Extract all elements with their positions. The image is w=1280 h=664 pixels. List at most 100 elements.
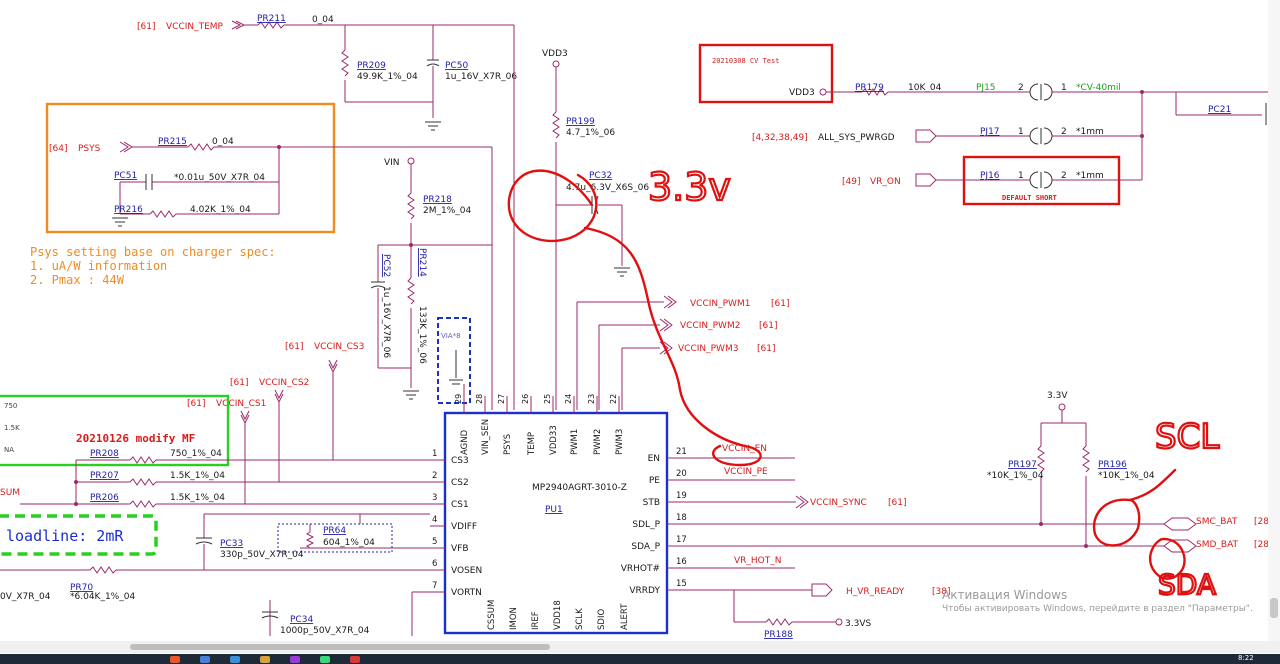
val-pr209: 49.9K_1%_04	[357, 72, 418, 82]
vertical-scrollbar[interactable]	[1268, 0, 1280, 641]
ic-pin-label: VRHOT#	[621, 564, 660, 574]
ic-pin-label: SDA_P	[631, 542, 660, 552]
hand-text-3v3: 3.3v	[648, 165, 731, 209]
hand-circle-scl	[1092, 468, 1177, 547]
ic-pin-label: AGND	[460, 429, 470, 455]
psys-block: [64] PSYS PR215 0_04 PC51 *0.01u_50V_X7R…	[45, 102, 493, 410]
windows-watermark-text: Чтобы активировать Windows, перейдите в …	[942, 604, 1253, 614]
ic-pin-label: IMON	[509, 607, 519, 630]
net-ref: [49]	[842, 177, 860, 187]
note-line: 2. Pmax : 44W	[30, 273, 125, 287]
ic-pin-number: 3	[432, 493, 437, 503]
ic-part-name: MP2940AGRT-3010-Z	[532, 483, 627, 493]
ic-top-pins: 29AGND28VIN_SEN27PSYS26TEMP25VDD3324PWM1…	[454, 394, 625, 456]
cs-nets: [61] VCCIN_CS3 [61] VCCIN_CS2 [61] VCCIN…	[187, 342, 364, 504]
resistor-pr199	[552, 111, 560, 139]
ref-pr64: PR64	[323, 526, 346, 536]
red-highlight-box	[698, 43, 834, 104]
resistor-pr215	[187, 143, 215, 151]
ref-pr211: PR211	[257, 14, 286, 24]
note-cv-test: 20210308 CV Test	[712, 57, 779, 65]
val-pr196: *10K_1%_04	[1098, 471, 1155, 481]
green-highlight-box	[0, 394, 230, 467]
net-sum: SUM	[0, 488, 20, 498]
ic-pin-label: PSYS	[503, 434, 513, 455]
ref-pr214: PR214	[417, 248, 427, 277]
ref-pr188: PR188	[764, 630, 793, 640]
val-pr70: *6.04K_1%_04	[70, 592, 135, 602]
val-pc32: 4.7u_6.3V_X6S_06	[566, 183, 649, 193]
ic-pin-number: 22	[609, 394, 618, 404]
offpage-arrow	[119, 141, 133, 153]
net-1mm: *1mm	[1076, 171, 1104, 181]
resistor-pr218	[407, 192, 415, 220]
ref-pr216: PR216	[114, 205, 143, 215]
ic-pin-label: EN	[648, 454, 660, 464]
ground-symbol	[614, 267, 630, 277]
net-vdd3: VDD3	[542, 49, 568, 59]
val-pr179: 10K_04	[908, 83, 942, 93]
resistor-pr209	[341, 49, 349, 77]
ic-pin-number: 7	[432, 581, 437, 591]
val-pr218: 2M_1%_04	[423, 206, 471, 216]
net-cv-40mil: *CV-40mil	[1076, 83, 1121, 93]
ic-pin-label: VRRDY	[629, 586, 660, 596]
horizontal-scroll-thumb[interactable]	[130, 644, 550, 650]
val-pr197: *10K_1%_04	[987, 471, 1044, 481]
power-jumpers: 20210308 CV Test VDD3 PR179 10K_04 PJ15 …	[698, 43, 1268, 206]
net-ref: [61]	[285, 342, 303, 352]
taskbar-app-icon[interactable]	[320, 656, 330, 663]
ref-pr218: PR218	[423, 195, 452, 205]
net-ref: [61]	[137, 22, 155, 32]
note-line: Psys setting base on charger spec:	[30, 245, 276, 259]
ic-pin-number: 25	[543, 394, 552, 404]
ic-pin-number: 20	[676, 469, 687, 479]
ic-pin-label: VOSEN	[451, 566, 482, 576]
taskbar-app-icon[interactable]	[260, 656, 270, 663]
green-note-box: 750 1.5K NA 20210126 modify MF	[0, 394, 230, 467]
taskbar-app-icon[interactable]	[290, 656, 300, 663]
ic-pin-label: TEMP	[527, 432, 537, 456]
orange-highlight-box	[45, 102, 336, 234]
vdd3-block: VDD3 PR199 4.7_1%_06 PC32 4.7u_6.3V_X6S_…	[542, 49, 649, 410]
hand-link-to-en	[583, 226, 762, 467]
net-ref: [61]	[757, 344, 775, 354]
ic-pin-label: CS2	[451, 478, 469, 488]
vertical-scroll-thumb[interactable]	[1270, 598, 1278, 618]
net-vr-on: VR_ON	[870, 177, 901, 187]
ic-pin-number: 24	[564, 394, 573, 404]
net-all-sys-pwrgd: ALL_SYS_PWRGD	[818, 133, 895, 143]
ic-pin-number: 26	[521, 394, 530, 404]
ic-pin-label: CS3	[451, 456, 469, 466]
net-vccin-temp: VCCIN_TEMP	[166, 22, 224, 32]
ref-pr206: PR206	[90, 493, 119, 503]
ref-pc34: PC34	[290, 615, 313, 625]
taskbar-app-icon[interactable]	[230, 656, 240, 663]
resistor-pr216	[149, 210, 177, 218]
cs-resistors: PR208 750_1%_04 PR207 1.5K_1%_04 SUM PR2…	[0, 449, 430, 508]
net-ref: [64]	[49, 144, 67, 154]
net-ref: [61]	[888, 498, 906, 508]
resistor-pr214	[407, 277, 415, 305]
net-ref: [28,4	[1254, 540, 1278, 550]
ic-pin-number: 18	[676, 513, 687, 523]
ref-pr209: PR209	[357, 61, 386, 71]
ic-pin-label: VDD18	[553, 600, 563, 630]
ic-outline	[443, 411, 669, 635]
val-pr214: 133K_1%_06	[417, 306, 427, 364]
via-label: VIA*8	[441, 332, 461, 340]
pin-num: 1	[1061, 83, 1067, 93]
taskbar-clock: 8:22	[1238, 654, 1254, 662]
ref-pr208: PR208	[90, 449, 119, 459]
taskbar-app-icon[interactable]	[350, 656, 360, 663]
val-pr208: 750_1%_04	[170, 449, 222, 459]
ref-pc32: PC32	[589, 171, 612, 181]
net-vccin-pe: VCCIN_PE	[724, 467, 768, 477]
net-3v3vs: 3.3VS	[845, 619, 871, 629]
loadline-box: loadline: 2mR	[0, 514, 158, 556]
ic-pin-number: 29	[454, 394, 463, 404]
taskbar-app-icon[interactable]	[200, 656, 210, 663]
taskbar-app-icon[interactable]	[170, 656, 180, 663]
